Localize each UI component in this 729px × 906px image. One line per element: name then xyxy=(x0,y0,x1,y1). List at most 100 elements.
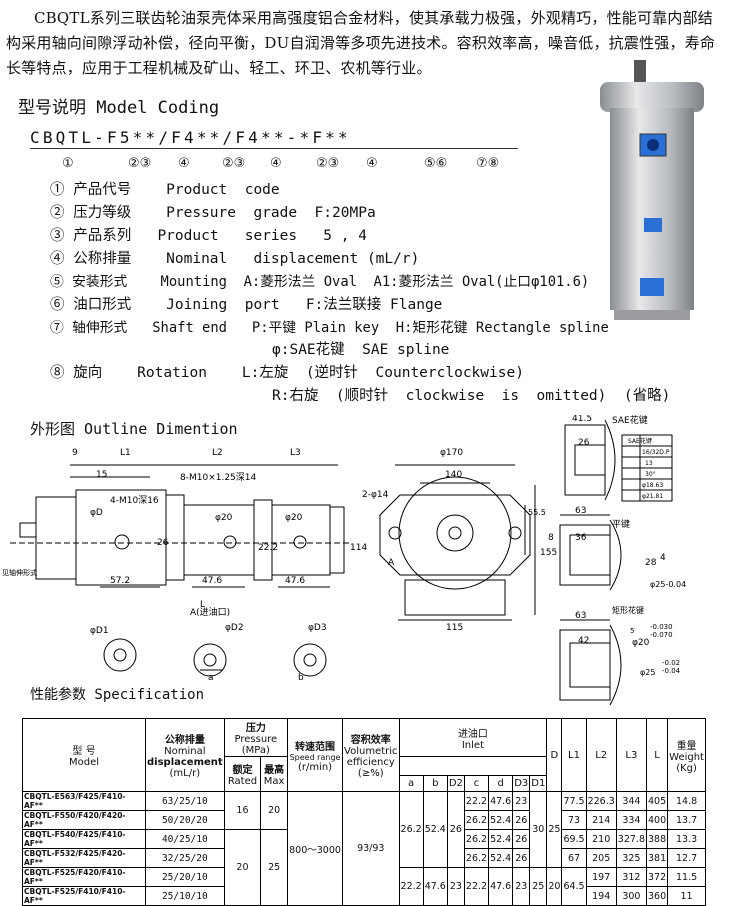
front-A: A xyxy=(388,558,395,568)
outline-drawing: 9 L1 L2 L3 15 8-M10×1.25深14 4-M10深16 φD … xyxy=(2,415,686,706)
coding-item: ① 产品代号 Product code xyxy=(50,182,280,198)
hdr-D2: D2 xyxy=(446,775,465,792)
hdr-D1: D1 xyxy=(529,775,548,792)
sae-table-title: SAE花键 xyxy=(628,437,652,445)
hdr-a: a xyxy=(398,775,424,792)
hdr-d: d xyxy=(488,775,514,792)
dim-spline-25: φ25 xyxy=(640,668,655,677)
dim-26: 26 xyxy=(157,538,169,548)
dim-spline-20: φ20 xyxy=(632,638,650,648)
dim-L1: L1 xyxy=(120,448,131,458)
code-num-2: ②③ xyxy=(128,156,152,171)
sae-row: φ18.63 xyxy=(642,482,663,489)
hdr-inlet-blank xyxy=(398,756,548,776)
hdr-L3: L3 xyxy=(615,718,648,792)
dim-15: 15 xyxy=(96,470,107,480)
dim-41-5: 41.5 xyxy=(572,415,592,424)
intro-text: CBQTL系列三联齿轮油泵壳体采用高强度铝合金材料，使其承载力极强，外观精巧，性… xyxy=(6,9,716,77)
hdr-D3: D3 xyxy=(512,775,531,792)
coding-item: ⑥ 油口形式 Joining port F:法兰联接 Flange xyxy=(50,297,443,313)
dim-36: 36 xyxy=(575,533,587,543)
dim-140: 140 xyxy=(445,470,462,480)
table-row: CBQTL-E563/F425/F410-AF** 63/25/10 16 20… xyxy=(22,791,706,906)
dim-115: 115 xyxy=(446,623,463,633)
dim-20a: φ20 xyxy=(215,513,233,523)
code-num-1: ① xyxy=(62,156,74,171)
dim-42: 42 xyxy=(578,636,589,646)
dim-114: 114 xyxy=(350,543,367,553)
dim-D: φD xyxy=(90,508,103,518)
sae-title: SAE花键 xyxy=(612,415,648,426)
coding-item: ③ 产品系列 Product series 5 , 4 xyxy=(50,228,367,244)
key-title: 平键 xyxy=(612,518,630,530)
code-underline xyxy=(30,148,518,149)
dim-D1: φD1 xyxy=(90,626,109,636)
dim-28: 28 xyxy=(645,558,657,568)
dim-L3: L3 xyxy=(290,448,301,458)
hdr-L1: L1 xyxy=(561,718,587,792)
dim-55-5: 55.5 xyxy=(528,508,546,517)
sae-row: φ21.81 xyxy=(642,493,663,500)
dim-L2: L2 xyxy=(212,448,223,458)
dim-47-6a: 47.6 xyxy=(202,576,222,586)
dim-D2: φD2 xyxy=(225,623,244,633)
hdr-L2: L2 xyxy=(585,718,617,792)
dim-a: a xyxy=(208,673,214,683)
dim-9: 9 xyxy=(72,448,78,458)
table-row: CBQTL-F540/F425/F410-AF** 40/25/10 20 25… xyxy=(22,829,706,906)
sae-row: 30° xyxy=(645,471,656,478)
dim-5: 5 xyxy=(630,627,634,635)
tol-1: -0.030 xyxy=(650,623,673,631)
dim-47-6b: 47.6 xyxy=(285,576,305,586)
code-num-9: ⑦⑧ xyxy=(476,156,500,171)
code-num-5: ④ xyxy=(270,156,282,171)
code-num-6: ②③ xyxy=(316,156,340,171)
sae-row: 13 xyxy=(645,460,653,467)
coding-item: ⑦ 轴伸形式 Shaft end P:平键 Plain key H:矩形花键 R… xyxy=(50,320,609,336)
model-code: CBQTL-F5**/F4**/F4**-*F** xyxy=(30,128,351,147)
dim-2-14: 2-φ14 xyxy=(362,490,389,500)
dim-20b: φ20 xyxy=(285,513,303,523)
pump-photo xyxy=(600,60,704,320)
coding-item: φ:SAE花键 SAE spline xyxy=(272,342,450,358)
dim-key-25: φ25-0.04 xyxy=(650,580,686,589)
tol-4: -0.04 xyxy=(662,667,681,675)
coding-item: ④ 公称排量 Nominal displacement (mL/r) xyxy=(50,251,420,267)
code-num-4: ②③ xyxy=(222,156,246,171)
thread-8m10: 8-M10×1.25深14 xyxy=(180,472,256,483)
sae-row: 16/32D.P xyxy=(642,449,670,456)
inlet-label: A(进油口) xyxy=(190,606,230,618)
code-num-3: ④ xyxy=(178,156,190,171)
hdr-D: D xyxy=(546,718,563,792)
dim-170: φ170 xyxy=(440,448,463,458)
dim-D3: φD3 xyxy=(308,623,327,633)
dim-57-2: 57.2 xyxy=(110,576,130,586)
hdr-L: L xyxy=(645,718,669,792)
dim-b: b xyxy=(298,673,304,683)
spec-heading: 性能参数 Specification xyxy=(30,687,205,703)
tol-3: -0.02 xyxy=(662,659,680,667)
dim-22-2: 22.2 xyxy=(258,543,278,553)
coding-item: ⑤ 安装形式 Mounting A:菱形法兰 Oval A1:菱形法兰 Oval… xyxy=(50,274,590,290)
hdr-c: c xyxy=(463,775,490,792)
dim-63b: 63 xyxy=(575,611,586,621)
dim-L: L xyxy=(200,600,205,610)
spline-title: 矩形花键 xyxy=(612,605,644,615)
intro-paragraph: CBQTL系列三联齿轮油泵壳体采用高强度铝合金材料，使其承载力极强，外观精巧，性… xyxy=(6,6,722,81)
outline-heading: 外形图 Outline Dimention xyxy=(30,420,238,438)
dim-4: 4 xyxy=(660,553,666,563)
coding-item: ⑧ 旋向 Rotation L:左旋 (逆时针 Counterclockwise… xyxy=(50,365,524,381)
shaft-note: 见轴伸形式 xyxy=(2,568,37,577)
dim-155: 155 xyxy=(540,548,557,558)
table-row: CBQTL-F550/F420/F420-AF** 50/20/20 26.2 … xyxy=(22,810,706,830)
table-row: CBQTL-F532/F425/F420-AF** 32/25/20 26.2 … xyxy=(22,848,706,868)
